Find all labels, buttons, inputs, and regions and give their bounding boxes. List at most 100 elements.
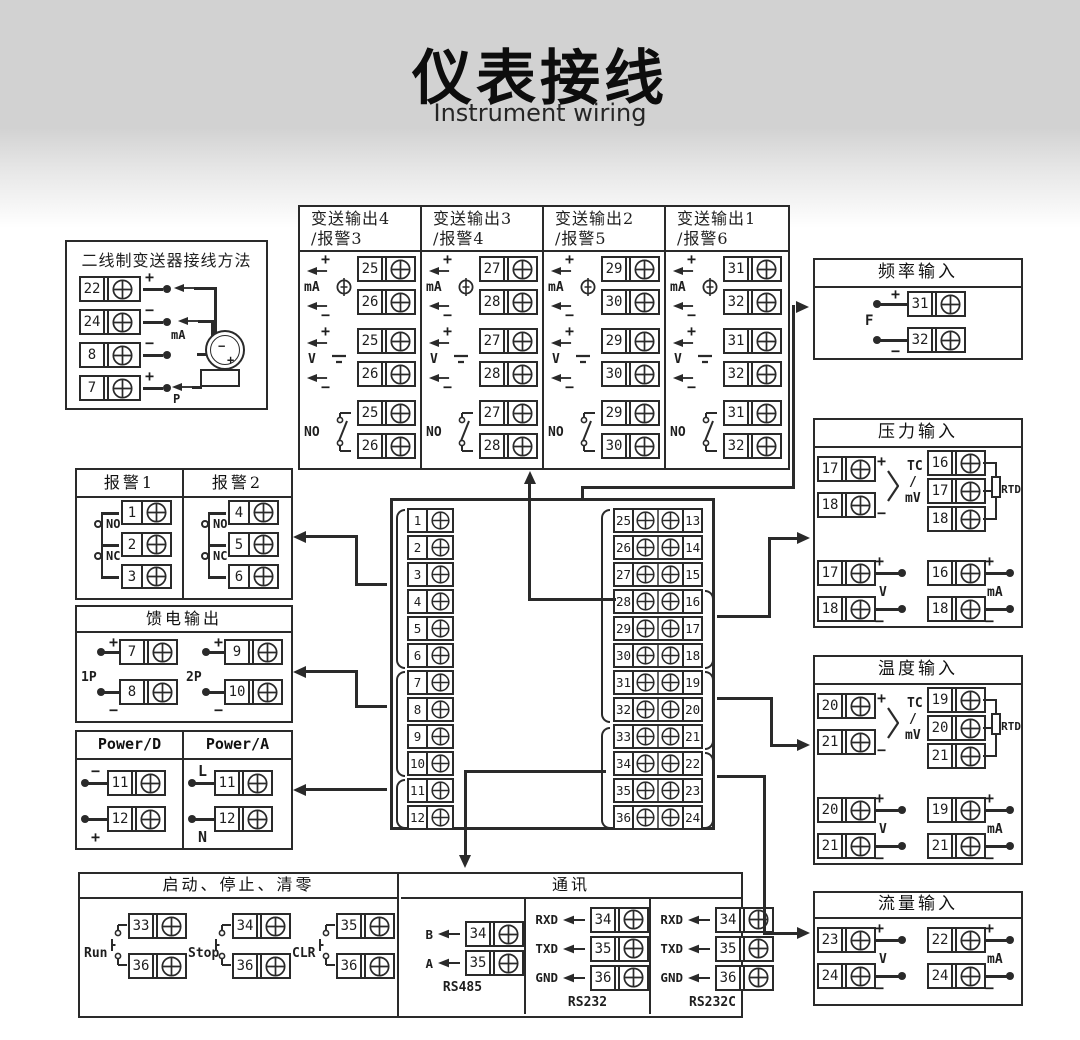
screw-terminal-icon [636, 781, 655, 800]
terminal-number: 2 [409, 537, 428, 558]
screw-cell [847, 799, 874, 821]
connector-dot [873, 300, 881, 308]
terminal-number: 36 [338, 955, 362, 977]
terminal-number: 5 [409, 618, 428, 639]
screw-cell [957, 598, 984, 620]
screw-cell [143, 534, 170, 555]
power-column-title: Power/A [184, 732, 291, 760]
screw-terminal-icon [960, 509, 981, 530]
arrow-left-icon [177, 316, 199, 326]
terminal: 17 [927, 478, 986, 504]
v-output-subdiagram: + V − 29 30 [548, 324, 664, 395]
terminal-separator [953, 835, 957, 857]
screw-terminal-icon [431, 565, 450, 584]
terminal: 21 [927, 743, 986, 769]
wire [983, 727, 997, 729]
transmit-column-body: + mA − 25 26 + V − 25 26 [300, 252, 420, 468]
transmit-column-title-line2: /报警5 [555, 229, 607, 248]
terminal-number: 8 [409, 699, 428, 720]
terminal-number: 3 [409, 564, 428, 585]
terminal: 36 [128, 953, 187, 979]
screw-terminal-icon [431, 619, 450, 638]
polarity-sign: + [145, 268, 155, 286]
two-wire-row: 22 + [79, 270, 199, 309]
pushbutton-switch-icon [319, 917, 335, 973]
terminal: 36 [232, 953, 291, 979]
pushbutton-switch-icon [215, 917, 231, 973]
wire [198, 320, 213, 323]
arrow-left-icon [306, 338, 328, 348]
terminal: 28 [479, 361, 538, 387]
p-label: P [173, 392, 181, 406]
terminal: 8 [407, 697, 455, 722]
screw-cell [631, 402, 658, 424]
screw-cell [745, 938, 772, 960]
flow-input-title: 流量输入 [815, 893, 1021, 919]
terminal-number-right: 16 [682, 591, 701, 612]
screw-cell [634, 699, 659, 720]
wire [208, 512, 226, 515]
screw-terminal-icon [960, 563, 981, 584]
screw-terminal-icon [661, 538, 680, 557]
screw-cell [753, 330, 780, 352]
terminal-number: 27 [481, 258, 505, 280]
terminal: 30 [601, 433, 660, 459]
terminal-number: 27 [481, 402, 505, 424]
arrowhead-to-temperature-input [797, 739, 810, 751]
terminal: 21 [817, 833, 876, 859]
power-column-body: L 11 N 12 [184, 760, 291, 846]
screw-terminal-icon [161, 956, 182, 977]
terminal-separator [616, 937, 620, 960]
feed-output-group: 1P + 7 − 8 [79, 635, 184, 719]
screw-cell [387, 363, 414, 385]
screw-terminal-icon [152, 682, 173, 703]
no-label: NO [212, 517, 229, 531]
wire [355, 670, 358, 708]
terminal-number: 26 [359, 435, 383, 457]
wire [143, 288, 163, 291]
terminal: 25 [357, 400, 416, 426]
switch-groups: Run 33 36 Stop 34 36 CLR 35 36 [80, 899, 397, 1013]
screw-terminal-icon [636, 673, 655, 692]
screw-cell [428, 591, 452, 612]
terminal-separator [154, 915, 158, 937]
terminal: 35 [715, 935, 774, 962]
terminal-row: 9 [407, 724, 455, 749]
alarm-column-title: 报警2 [184, 470, 291, 498]
switch-label: CLR [292, 946, 316, 961]
terminal: 35 [336, 913, 395, 939]
terminal-number: 9 [226, 641, 250, 663]
wire [792, 305, 795, 489]
terminal-row: 2 [407, 535, 455, 560]
terminal: 31 [907, 291, 966, 317]
no-label: NO [304, 425, 320, 440]
terminal-row: 25 13 [613, 508, 704, 533]
screw-cell [254, 641, 281, 663]
plus-sign: + [875, 552, 885, 570]
power-column: Power/A L 11 N 12 [184, 732, 291, 848]
communication-section: 通讯 B 34 A 35 RS485 [401, 874, 774, 1016]
screw-terminal-icon [960, 930, 981, 951]
terminal-separator [250, 681, 254, 703]
transmit-column-title-line2: /报警6 [677, 229, 729, 248]
screw-cell [847, 458, 874, 480]
terminal-separator [133, 772, 137, 794]
screw-cell [244, 808, 271, 830]
terminal-row: 5 [407, 616, 455, 641]
screw-cell [847, 965, 874, 987]
terminal-number: 5 [230, 534, 250, 555]
feed-output-panel: 馈电输出 1P + 7 − 8 2P + 9 − 10 [75, 605, 293, 723]
screw-cell [109, 377, 136, 399]
terminal-number: 2 [123, 534, 143, 555]
terminal-number: 6 [230, 566, 250, 587]
page-subtitle: Instrument wiring [433, 99, 647, 127]
screw-cell [658, 510, 682, 531]
terminal-separator [953, 965, 957, 987]
screw-cell [495, 952, 522, 974]
minus-sign: − [565, 306, 575, 324]
terminal: 35 [465, 950, 524, 976]
screw-cell [428, 726, 452, 747]
screw-cell [631, 435, 658, 457]
terminal-number: 12 [216, 808, 240, 830]
screw-cell [634, 591, 659, 612]
